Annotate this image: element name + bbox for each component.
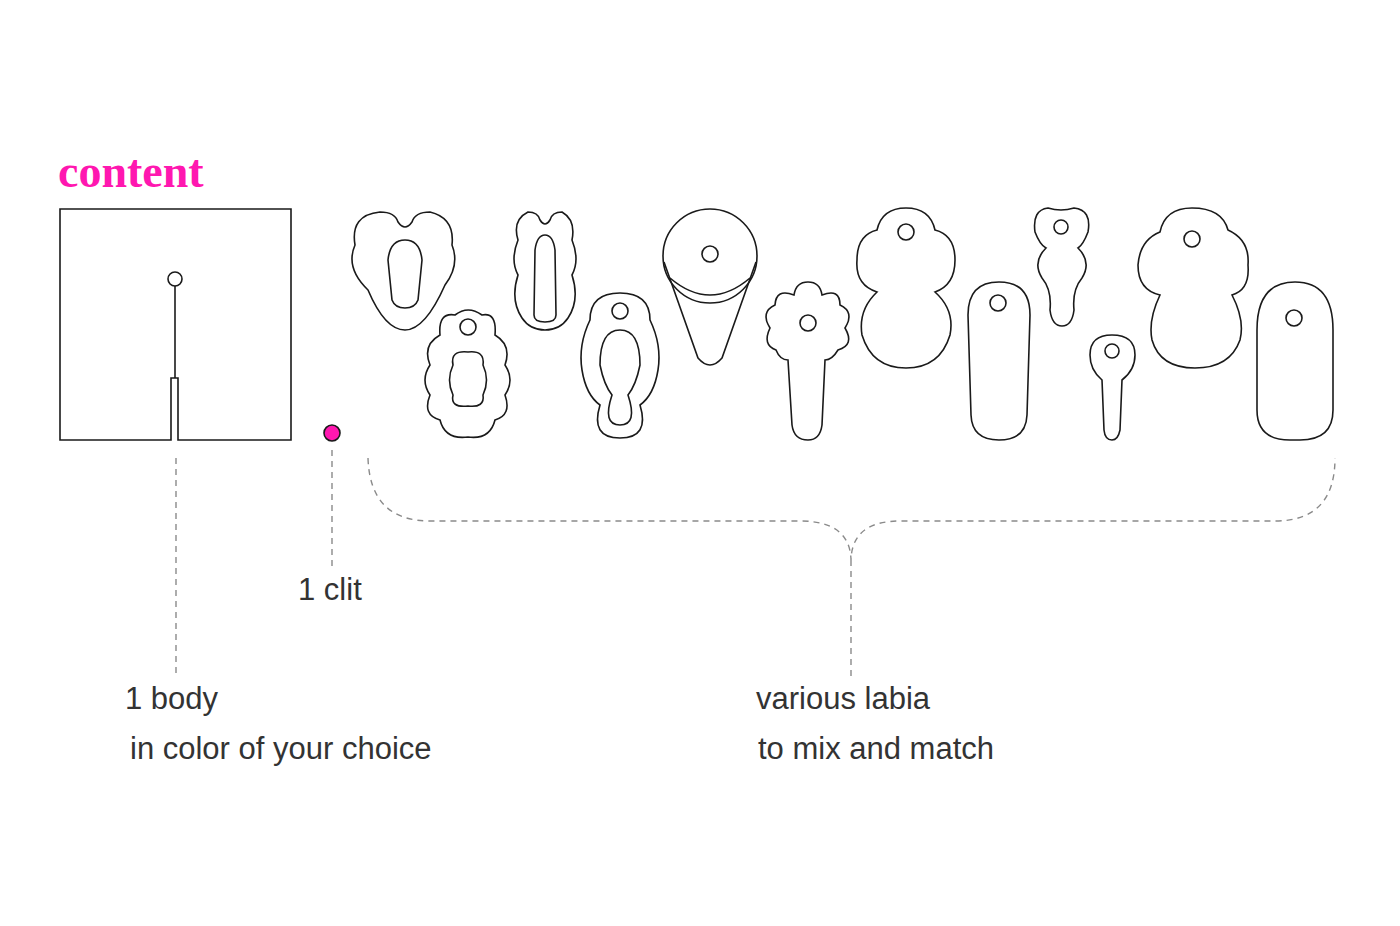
clit-dot bbox=[324, 425, 340, 441]
labia-shapes bbox=[352, 208, 1333, 440]
body-leader bbox=[175, 458, 176, 676]
clit-label: 1 clit bbox=[298, 572, 362, 608]
body-line bbox=[174, 286, 176, 378]
title: content bbox=[58, 146, 204, 198]
labia-note: to mix and match bbox=[758, 731, 994, 767]
body-hole bbox=[168, 272, 182, 286]
body-square bbox=[60, 209, 291, 440]
labia-brace bbox=[368, 458, 1335, 560]
body-label: 1 body bbox=[125, 681, 218, 717]
body-note: in color of your choice bbox=[130, 731, 432, 767]
labia-label: various labia bbox=[756, 681, 930, 717]
clit-leader bbox=[331, 450, 332, 566]
labia-leader bbox=[850, 560, 851, 676]
